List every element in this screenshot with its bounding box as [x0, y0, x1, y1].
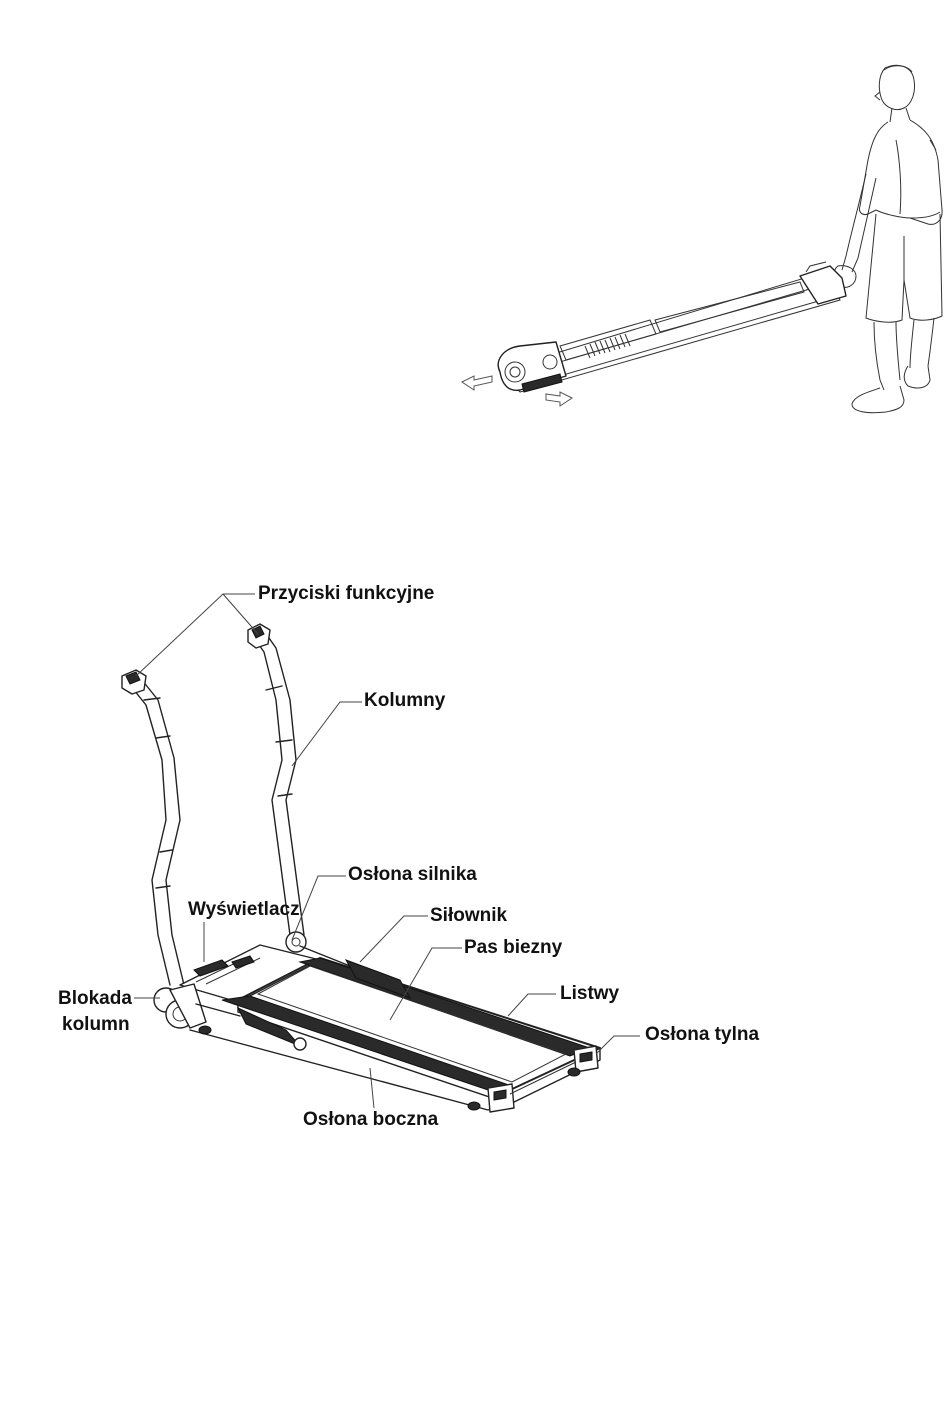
- label-running-belt: Pas biezny: [464, 937, 562, 959]
- label-motor-cover: Osłona silnika: [348, 864, 477, 886]
- label-rear-cover: Osłona tylna: [645, 1024, 759, 1046]
- label-side-cover: Osłona boczna: [303, 1109, 438, 1131]
- label-columns: Kolumny: [364, 690, 445, 712]
- label-column-lock-line1: Blokada: [58, 988, 132, 1010]
- right-column: [248, 624, 304, 935]
- label-rails: Listwy: [560, 983, 619, 1005]
- folded-treadmill: [498, 262, 846, 392]
- label-function-buttons: Przyciski funkcyjne: [258, 583, 434, 605]
- label-column-lock-line2: kolumn: [62, 1014, 130, 1036]
- person-figure: [834, 65, 942, 412]
- label-display: Wyświetlacz: [188, 899, 300, 921]
- left-column: [122, 670, 184, 985]
- label-actuator: Siłownik: [430, 905, 507, 927]
